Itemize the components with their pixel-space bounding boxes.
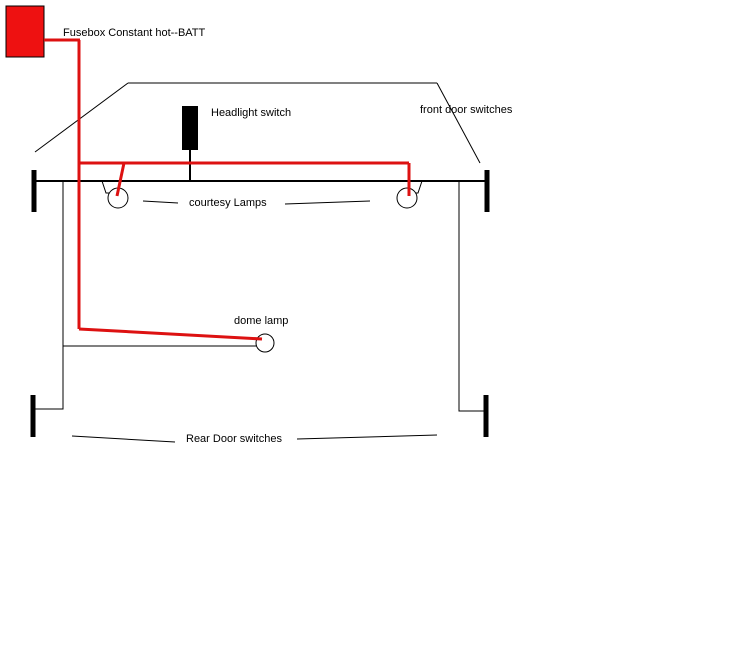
- left-courtesy-lamp-hot-lead: [115, 162, 126, 197]
- left-courtesy-lamp-ground-lead: [101, 180, 110, 194]
- front-door-callout-right: [436, 82, 481, 164]
- fusebox: [5, 5, 45, 58]
- dome-lamp-label: dome lamp: [234, 315, 288, 327]
- rear-door-switches-label: Rear Door switches: [186, 433, 282, 445]
- headlight-switch-label: Headlight switch: [211, 107, 291, 119]
- courtesy-lamps-dash-right: [284, 200, 371, 205]
- fusebox-label: Fusebox Constant hot--BATT: [63, 27, 206, 39]
- courtesy-lamps-label: courtesy Lamps: [189, 197, 267, 209]
- headlight-switch: [182, 106, 198, 150]
- front-door-callout-left: [34, 82, 129, 153]
- left-rear-switch-wire: [35, 181, 64, 410]
- courtesy-lamps-dash-left: [142, 200, 179, 204]
- front-door-switches-label: front door switches: [420, 104, 513, 116]
- right-courtesy-lamp-ground-lead: [415, 180, 423, 194]
- right-rear-switch-wire: [458, 181, 484, 412]
- rear-door-dash-right: [296, 434, 438, 440]
- right-courtesy-lamp: [396, 187, 418, 209]
- rear-door-dash-left: [71, 435, 176, 443]
- dome-lamp-hot-wire: [78, 327, 263, 341]
- dome-lamp: [255, 333, 275, 353]
